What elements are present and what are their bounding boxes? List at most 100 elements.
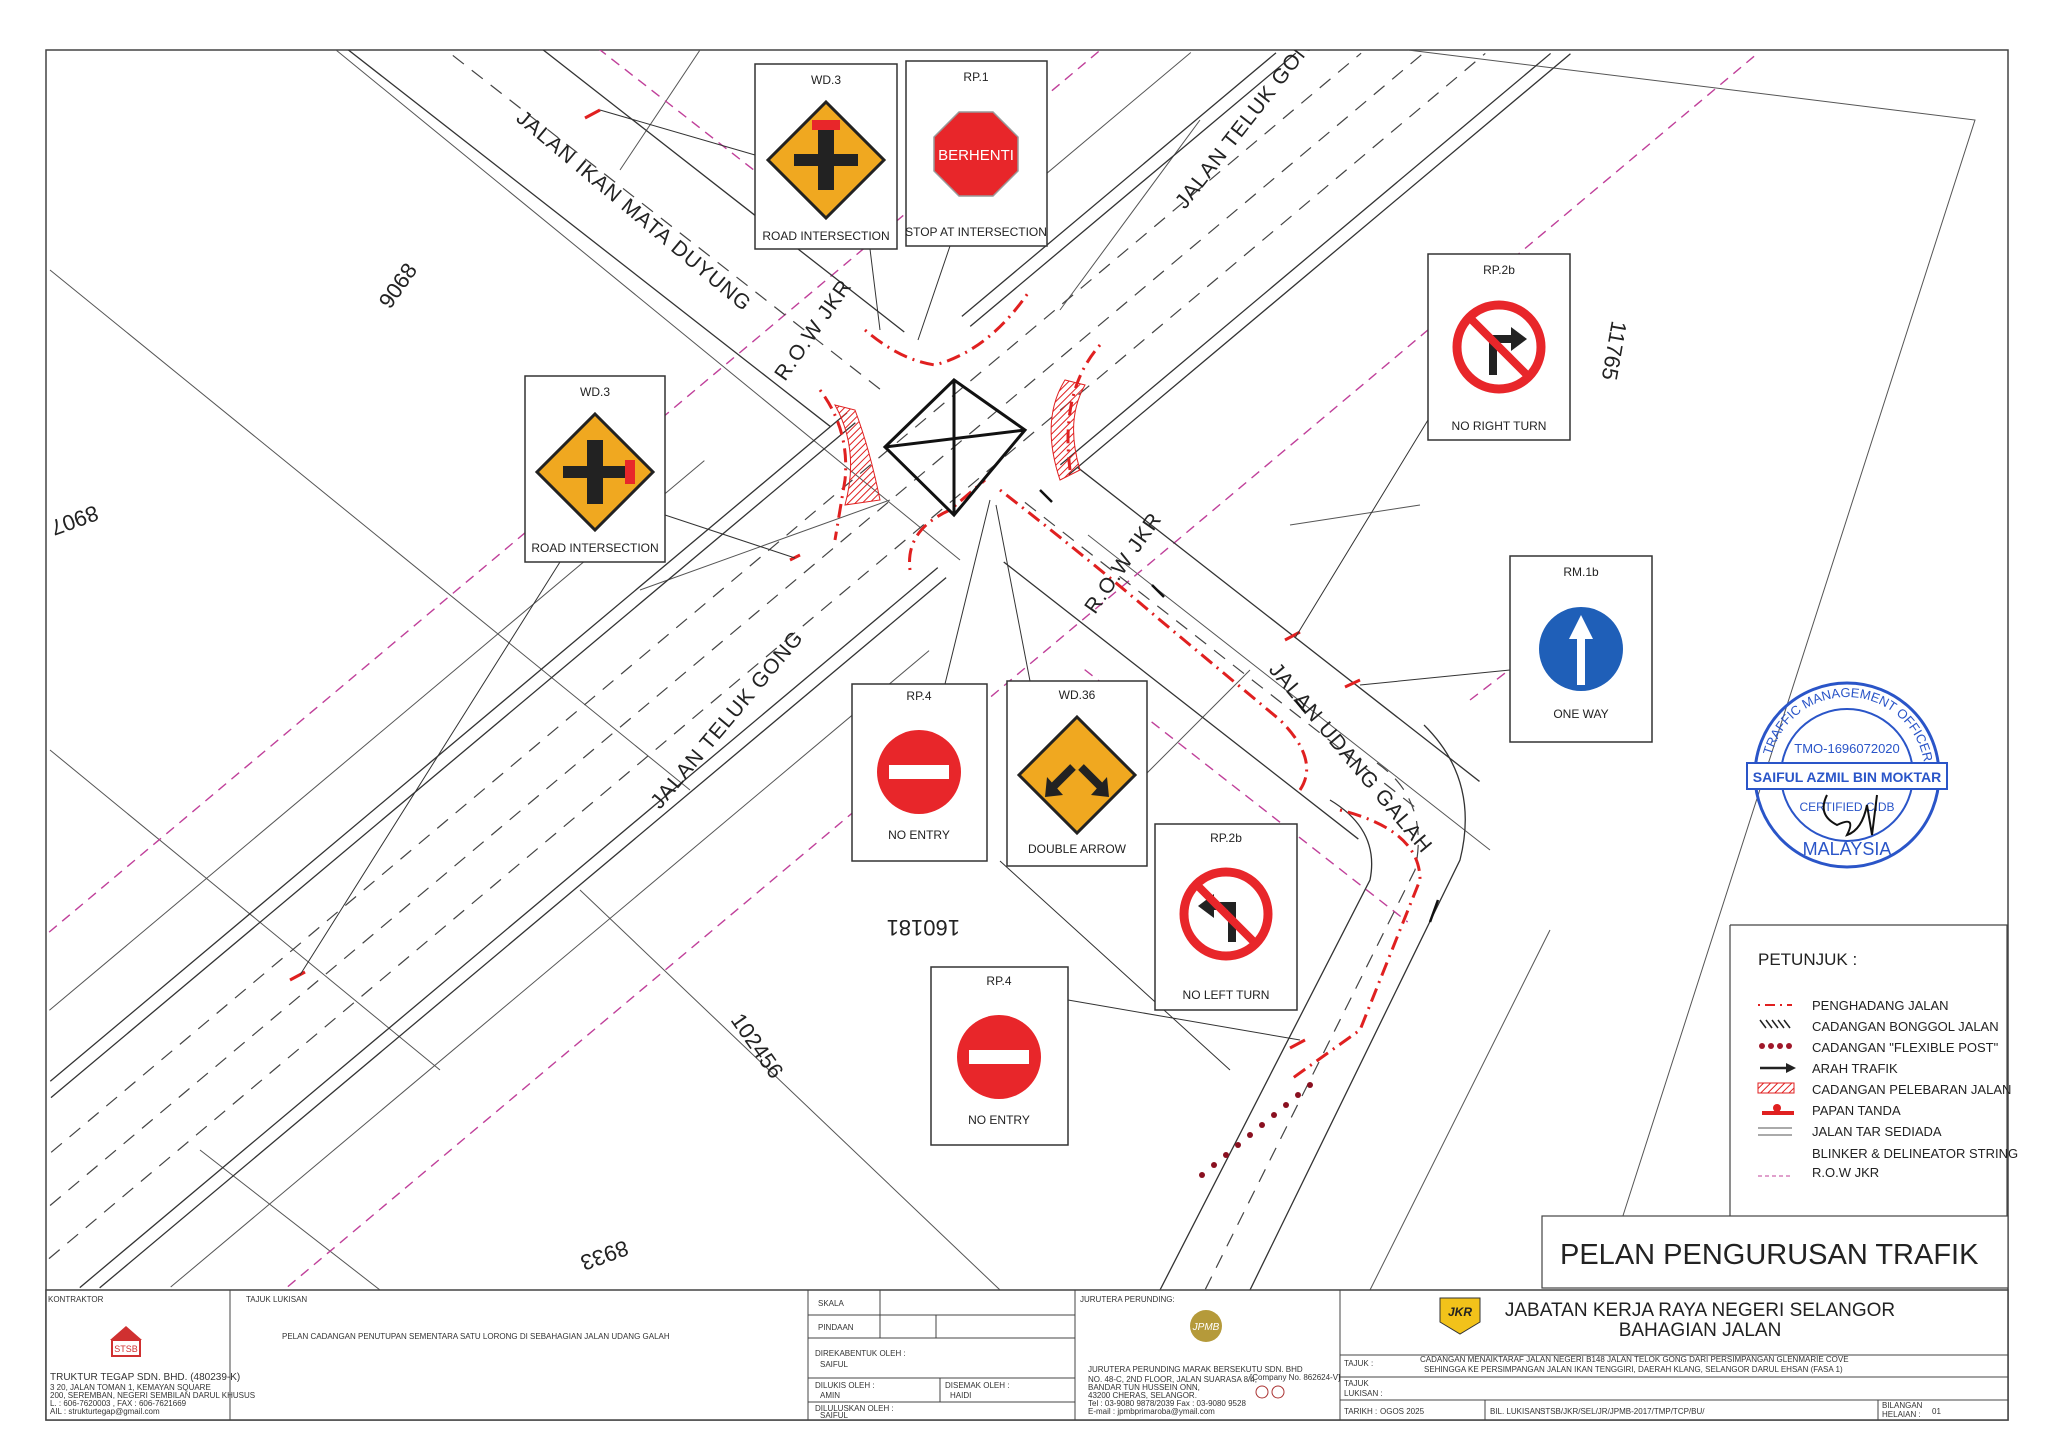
sign-card-wd3-left: WD.3 ROAD INTERSECTION bbox=[524, 375, 666, 563]
designed-by-label: DIREKABENTUK OLEH : bbox=[815, 1349, 906, 1358]
consultant-name: JURUTERA PERUNDING MARAK BERSEKUTU SDN. … bbox=[1088, 1365, 1303, 1374]
legend-item: PENGHADANG JALAN bbox=[1812, 998, 1949, 1013]
sign-code: RP.2b bbox=[1483, 263, 1515, 277]
consultant-address: Tel : 03-9080 9878/2039 Fax : 03-9080 95… bbox=[1088, 1399, 1246, 1408]
contractor-address: 3 20, JALAN TOMAN 1, KEMAYAN SQUARE bbox=[50, 1383, 211, 1392]
approved-by: SAIFUL bbox=[820, 1411, 849, 1420]
contractor-address: 200, SEREMBAN, NEGERI SEMBILAN DARUL KHU… bbox=[50, 1391, 255, 1400]
plan-title: PELAN PENGURUSAN TRAFIK bbox=[1560, 1239, 1979, 1271]
tajuk-label: TAJUK : bbox=[1344, 1359, 1373, 1368]
consultant-address: NO. 48-C, 2ND FLOOR, JALAN SUARASA 8/4, bbox=[1088, 1375, 1257, 1384]
tajuk-lukisan-label: TAJUK bbox=[1344, 1379, 1369, 1388]
legend-item: CADANGAN BONGGOL JALAN bbox=[1812, 1019, 1999, 1034]
pindaan-label: PINDAAN bbox=[818, 1323, 854, 1332]
legend-item: BLINKER & DELINEATOR STRING bbox=[1812, 1146, 2018, 1161]
sheet-count-label: BILANGAN bbox=[1882, 1401, 1923, 1410]
title-block: KONTRAKTOR STSB TRUKTUR TEGAP SDN. BHD. … bbox=[45, 1289, 2009, 1421]
sign-caption: NO RIGHT TURN bbox=[1452, 419, 1547, 433]
consultant-label: JURUTERA PERUNDING: bbox=[1080, 1295, 1175, 1304]
plan-title-box: PELAN PENGURUSAN TRAFIK bbox=[1541, 1215, 2009, 1289]
drawing-number: STSB/JKR/SEL/JR/JPMB-2017/TMP/TCP/BU/ bbox=[1540, 1407, 1705, 1416]
stamp-bottom-text: MALAYSIA bbox=[1803, 839, 1892, 859]
signature bbox=[1822, 794, 1878, 837]
sign-card-no-right-turn: RP.2b NO RIGHT TURN bbox=[1427, 253, 1571, 441]
drawing-title-label: TAJUK LUKISAN bbox=[246, 1295, 307, 1304]
sign-caption: NO ENTRY bbox=[968, 1113, 1030, 1127]
contractor-address: L. : 606-7620003 , FAX : 606-7621669 bbox=[50, 1399, 187, 1408]
row-jkr-label: R.O.W JKR bbox=[1080, 508, 1166, 617]
sign-caption: DOUBLE ARROW bbox=[1028, 842, 1127, 856]
sign-code: RP.1 bbox=[963, 70, 988, 84]
consultant-address: BANDAR TUN HUSSEIN ONN, bbox=[1088, 1383, 1200, 1392]
jpmb-logo: JPMB bbox=[1190, 1310, 1222, 1342]
sign-caption: ROAD INTERSECTION bbox=[531, 541, 658, 555]
sign-code: WD.36 bbox=[1059, 688, 1096, 702]
one-way-arrow-icon bbox=[1539, 607, 1623, 691]
road-label-teluk-gong-bottom: JALAN TELUK GONG bbox=[646, 626, 808, 813]
road-jalan-ikan-mata-duyung bbox=[207, 50, 1480, 923]
lot-number: 9068 bbox=[374, 258, 423, 312]
checked-by: HAIDI bbox=[950, 1391, 971, 1400]
lot-number: 160181 bbox=[887, 915, 960, 940]
certification-logos bbox=[1255, 1385, 1285, 1399]
intersection-box-junction bbox=[882, 378, 1028, 518]
drawn-by: AMIN bbox=[820, 1391, 840, 1400]
sign-card-no-entry-low: RP.4 NO ENTRY bbox=[930, 966, 1069, 1146]
sheet-count: 01 bbox=[1932, 1407, 1941, 1416]
date-label: TARIKH : bbox=[1344, 1407, 1377, 1416]
legend-item: JALAN TAR SEDIADA bbox=[1812, 1124, 1942, 1139]
leader-lines bbox=[299, 109, 1511, 1071]
designed-by: SAIFUL bbox=[820, 1360, 849, 1369]
lot-number: 11765 bbox=[1597, 319, 1632, 382]
sign-code: RP.2b bbox=[1210, 831, 1242, 845]
sign-card-no-entry-mid: RP.4 NO ENTRY bbox=[851, 683, 988, 862]
stamp-cert: CERTIFIED CIDB bbox=[1799, 800, 1894, 814]
contractor-address: AIL : strukturtegap@gmail.com bbox=[50, 1407, 160, 1416]
consultant-address: E-mail : jpmbprimaroba@ymail.com bbox=[1088, 1407, 1215, 1416]
sign-code: WD.3 bbox=[580, 385, 610, 399]
sign-caption: STOP AT INTERSECTION bbox=[905, 225, 1047, 239]
road-widening-area bbox=[834, 379, 1086, 506]
no-right-turn-icon bbox=[1452, 300, 1546, 394]
road-label-ikan-mata-duyung: JALAN IKAN MATA DUYUNG bbox=[512, 106, 756, 316]
sign-code: RM.1b bbox=[1563, 565, 1599, 579]
row-jkr-label: R.O.W JKR bbox=[770, 275, 856, 384]
agency-department: BAHAGIAN JALAN bbox=[1619, 1320, 1782, 1341]
legend-item: PAPAN TANDA bbox=[1812, 1103, 1901, 1118]
jkr-logo: JKR bbox=[1439, 1297, 1481, 1335]
legend-item: CADANGAN PELEBARAN JALAN bbox=[1812, 1082, 2011, 1097]
date: OGOS 2025 bbox=[1380, 1407, 1425, 1416]
lot-number: 8933 bbox=[577, 1235, 632, 1275]
no-left-turn-icon bbox=[1179, 867, 1273, 961]
sign-card-wd3-top: WD.3 ROAD INTERSECTION bbox=[754, 63, 898, 250]
legend-title: PETUNJUK : bbox=[1758, 950, 1857, 969]
road-jalan-udang-galah bbox=[1159, 724, 1466, 1290]
sign-card-rp1: RP.1 BERHENTI STOP AT INTERSECTION bbox=[905, 60, 1048, 247]
drawn-by-label: DILUKIS OLEH : bbox=[815, 1381, 875, 1390]
sign-card-no-left-turn: RP.2b NO LEFT TURN bbox=[1154, 823, 1298, 1011]
sign-code: RP.4 bbox=[906, 689, 931, 703]
sheet-count-label: HELAIAN : bbox=[1882, 1410, 1921, 1419]
no-entry-icon bbox=[957, 1015, 1041, 1099]
legend-item: ARAH TRAFIK bbox=[1812, 1061, 1898, 1076]
sign-code: WD.3 bbox=[811, 73, 841, 87]
crossroad-warning-icon bbox=[534, 411, 656, 533]
sign-card-one-way: RM.1b ONE WAY bbox=[1509, 555, 1653, 743]
sign-card-double-arrow: WD.36 DOUBLE ARROW bbox=[1006, 680, 1148, 867]
skala-label: SKALA bbox=[818, 1299, 844, 1308]
no-entry-icon bbox=[877, 730, 961, 814]
project-title-line1: CADANGAN MENAIKTARAF JALAN NEGERI B148 J… bbox=[1420, 1355, 1849, 1364]
sign-caption: ONE WAY bbox=[1553, 707, 1608, 721]
drawing-title: PELAN CADANGAN PENUTUPAN SEMENTARA SATU … bbox=[282, 1332, 670, 1341]
lot-number: 102456 bbox=[726, 1009, 789, 1083]
project-title-line2: SEHINGGA KE PERSIMPANGAN JALAN IKAN TENG… bbox=[1424, 1365, 1843, 1374]
legend-symbols bbox=[1757, 1004, 1796, 1177]
drawing-number-label: BIL. LUKISAN : bbox=[1490, 1407, 1545, 1416]
sign-caption: NO ENTRY bbox=[888, 828, 950, 842]
lot-number: 8907 bbox=[47, 500, 102, 540]
tajuk-lukisan-label: LUKISAN : bbox=[1344, 1389, 1383, 1398]
crossroad-warning-icon bbox=[765, 99, 887, 221]
contractor-label: KONTRAKTOR bbox=[48, 1295, 104, 1304]
stamp-name: SAIFUL AZMIL BIN MOKTAR bbox=[1753, 769, 1941, 785]
